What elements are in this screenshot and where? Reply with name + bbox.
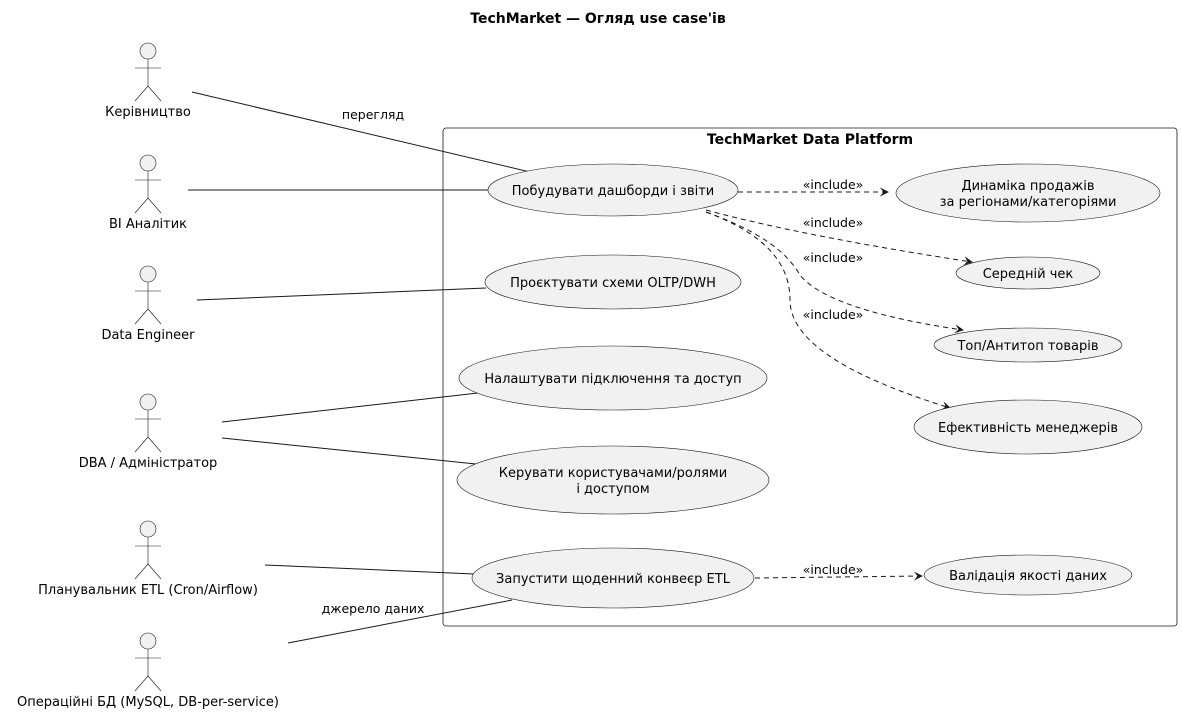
actor-head [139, 520, 157, 538]
use-case-mgr[interactable]: Ефективність менеджерів [913, 399, 1143, 455]
include-label: «include» [803, 177, 864, 192]
use-case-ellipse [895, 163, 1161, 223]
actor-dba[interactable]: DBA / Адміністратор [79, 393, 218, 471]
association-etl-etlrun [264, 564, 475, 575]
use-case-label: Середній чек [983, 267, 1074, 282]
association-label: джерело даних [322, 601, 425, 616]
use-case-label: Топ/Антитоп товарів [956, 339, 1098, 354]
actor-bi[interactable]: BI Аналітик [109, 154, 187, 232]
actor-head [139, 632, 157, 650]
use-case-conn[interactable]: Налаштувати підключення та доступ [458, 345, 768, 411]
use-case-ellipse [484, 254, 742, 310]
actor-label: Планувальник ETL (Cron/Airflow) [38, 583, 258, 598]
include-label: «include» [803, 215, 864, 230]
use-case-label: Запустити щоденний конвеєр ETL [496, 572, 731, 587]
actor-etl[interactable]: Планувальник ETL (Cron/Airflow) [38, 520, 258, 598]
use-case-top[interactable]: Топ/Антитоп товарів [933, 327, 1123, 363]
actor-body [134, 410, 162, 453]
diagram-title: TechMarket — Огляд use case'ів [470, 11, 726, 27]
association-dba-conn [221, 392, 479, 423]
use-case-ellipse [487, 163, 739, 217]
use-case-ellipse [913, 399, 1143, 455]
include-label: «include» [803, 562, 864, 577]
actor-de[interactable]: Data Engineer [101, 265, 195, 343]
actor-head [139, 154, 157, 172]
use-case-schema[interactable]: Проєктувати схеми OLTP/DWH [484, 254, 742, 310]
use-case-ellipse [471, 547, 755, 609]
use-case-dq[interactable]: Валідація якості даних [923, 554, 1133, 596]
associations: перегляд джерело даних [188, 91, 531, 644]
use-case-label: Керувати користувачами/ролями [499, 466, 727, 481]
actor-head [139, 393, 157, 411]
include-arrow-dash-top [705, 211, 964, 334]
use-case-label: Налаштувати підключення та доступ [484, 372, 741, 387]
use-case-ellipse [923, 554, 1133, 596]
system-title: TechMarket Data Platform [707, 132, 913, 148]
use-case-label: Проєктувати схеми OLTP/DWH [510, 276, 716, 291]
include-relations: «include» «include» «include» «include» «inc… [705, 177, 973, 581]
actor-mgmt[interactable]: Керівництво [105, 42, 191, 120]
association-opdb-etlrun [287, 599, 513, 644]
use-case-ellipse [456, 445, 770, 515]
actor-label: DBA / Адміністратор [79, 456, 218, 471]
association-label: перегляд [342, 107, 404, 122]
actor-label: Data Engineer [101, 328, 195, 343]
actor-label: Керівництво [105, 105, 191, 120]
include-arrow-dash-avg [705, 209, 973, 266]
actor-body [134, 282, 162, 325]
use-case-label: за регіонами/категоріями [940, 195, 1117, 210]
actor-body [134, 649, 162, 692]
actor-opdb[interactable]: Операційні БД (MySQL, DB-per-service) [17, 632, 279, 710]
use-case-label: Динаміка продажів [961, 179, 1094, 194]
actor-head [139, 42, 157, 60]
include-arrow-etlrun-dq [754, 571, 923, 581]
use-case-avg[interactable]: Середній чек [955, 256, 1101, 290]
use-case-ellipse [458, 345, 768, 411]
association-mgmt-dash [191, 91, 531, 173]
use-case-label: і доступом [576, 482, 649, 497]
association-de-schema [196, 287, 487, 301]
use-case-ellipse [955, 256, 1101, 290]
use-case-label: Валідація якості даних [949, 569, 1107, 584]
actor-label: Операційні БД (MySQL, DB-per-service) [17, 695, 279, 710]
include-label: «include» [803, 250, 864, 265]
actor-label: BI Аналітик [109, 217, 187, 232]
actor-body [134, 59, 162, 102]
actor-body [134, 171, 162, 214]
use-case-label: Побудувати дашборди і звіти [512, 184, 715, 199]
association-dba-users [221, 437, 477, 465]
use-case-ellipse [933, 327, 1123, 363]
use-case-label: Ефективність менеджерів [938, 421, 1118, 436]
actor-head [139, 265, 157, 283]
use-case-etlrun[interactable]: Запустити щоденний конвеєр ETL [471, 547, 755, 609]
actor-body [134, 537, 162, 580]
include-label: «include» [803, 307, 864, 322]
use-case-dash[interactable]: Побудувати дашборди і звіти [487, 163, 739, 217]
